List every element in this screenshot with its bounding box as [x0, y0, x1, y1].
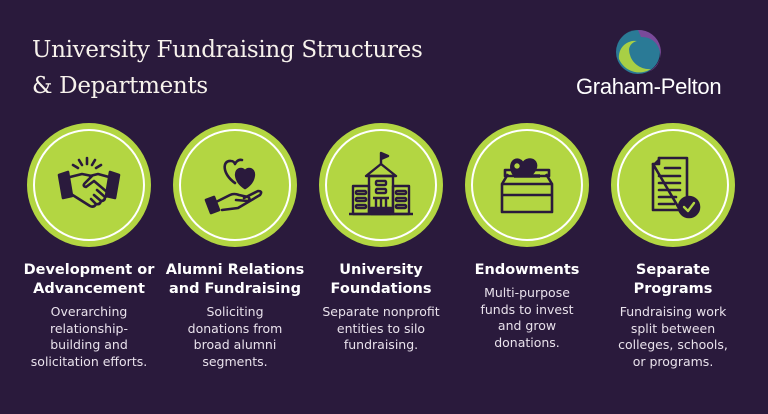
document-check-icon — [651, 156, 701, 219]
icon-circle — [27, 123, 151, 247]
page-title: University Fundraising Structures & Depa… — [32, 32, 423, 104]
item-description: Fundraising work split between colleges,… — [618, 304, 728, 369]
item-title: Endowments — [474, 262, 580, 278]
hand-hearts-icon — [204, 158, 263, 215]
logo-swirl-icon — [616, 29, 661, 74]
logo-text: Graham-Pelton — [576, 74, 722, 99]
icon-circle — [173, 123, 297, 247]
item-title: Alumni Relations and Fundraising — [165, 262, 305, 297]
item-alumni: Alumni Relations and Fundraising Solicit… — [162, 123, 308, 370]
item-endowments: Endowments Multi-purpose funds to invest… — [454, 123, 600, 351]
donation-box-icon — [500, 158, 554, 214]
icon-circle — [611, 123, 735, 247]
title-line-2: & Departments — [32, 73, 208, 99]
handshake-icon — [57, 156, 121, 208]
item-title: University Foundations — [330, 262, 432, 297]
item-description: Multi-purpose funds to invest and grow d… — [480, 285, 574, 350]
icon-circle — [319, 123, 443, 247]
item-title: Separate Programs — [633, 262, 713, 297]
item-description: Soliciting donations from broad alumni s… — [187, 304, 283, 369]
item-title: Development or Advancement — [23, 262, 155, 297]
graham-pelton-logo: Graham-Pelton — [572, 26, 742, 102]
item-separate-programs: Separate Programs Fundraising work split… — [600, 123, 746, 370]
icon-circle — [465, 123, 589, 247]
item-development: Development or Advancement Overarching r… — [16, 123, 162, 370]
university-building-icon — [349, 151, 413, 216]
title-line-1: University Fundraising Structures — [32, 37, 423, 63]
item-description: Overarching relationship-building and so… — [30, 304, 148, 369]
item-foundations: University Foundations Separate nonprofi… — [308, 123, 454, 354]
item-description: Separate nonprofit entities to silo fund… — [322, 304, 440, 352]
